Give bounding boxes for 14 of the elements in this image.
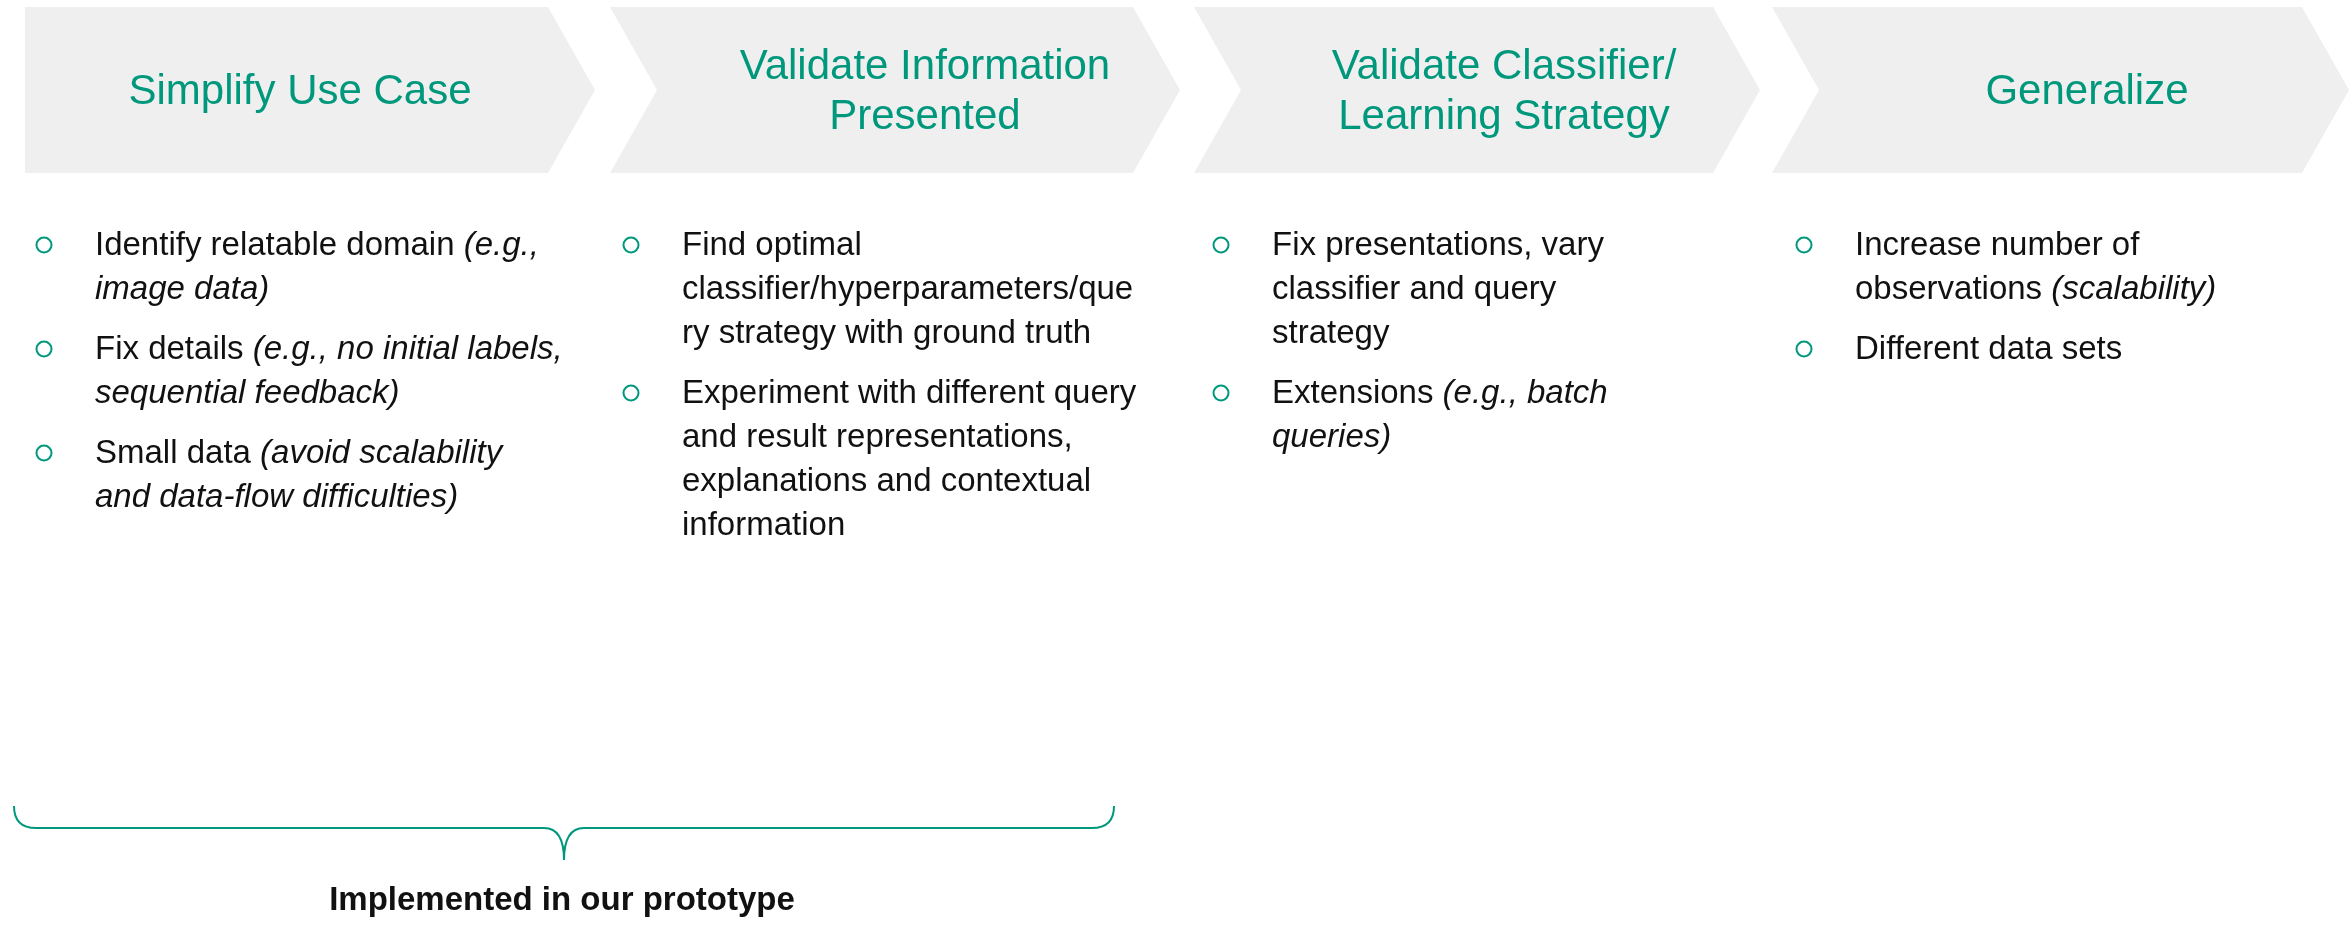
bullet-text: Different data sets bbox=[1855, 328, 2123, 368]
bullet-text: Fix presentations, vary classifier and query strategy bbox=[1272, 224, 1605, 352]
bullet-text: Fix details (e.g., no initial labels, sequential feedback) bbox=[95, 328, 564, 412]
bullet-text: Experiment with different query and result representations, explanations and contextual information bbox=[682, 372, 1138, 544]
bullet-text: Increase number of observations (scalability) bbox=[1855, 224, 2218, 308]
step-title: Generalize bbox=[1985, 65, 2189, 115]
step-title: Validate Classifier/ Learning Strategy bbox=[1330, 40, 1678, 140]
step-title: Validate Information Presented bbox=[738, 40, 1112, 140]
bullet-text: Small data (avoid scalability and data-flow difficulties) bbox=[95, 432, 505, 516]
brace-caption: Implemented in our prototype bbox=[328, 880, 796, 918]
bullet-text: Extensions (e.g., batch queries) bbox=[1272, 372, 1609, 456]
bullet-text: Identify relatable domain (e.g., image data) bbox=[95, 224, 540, 308]
step-title: Simplify Use Case bbox=[128, 65, 472, 115]
bullet-text: Find optimal classifier/hyperparameters/query strategy with ground truth bbox=[682, 224, 1135, 352]
